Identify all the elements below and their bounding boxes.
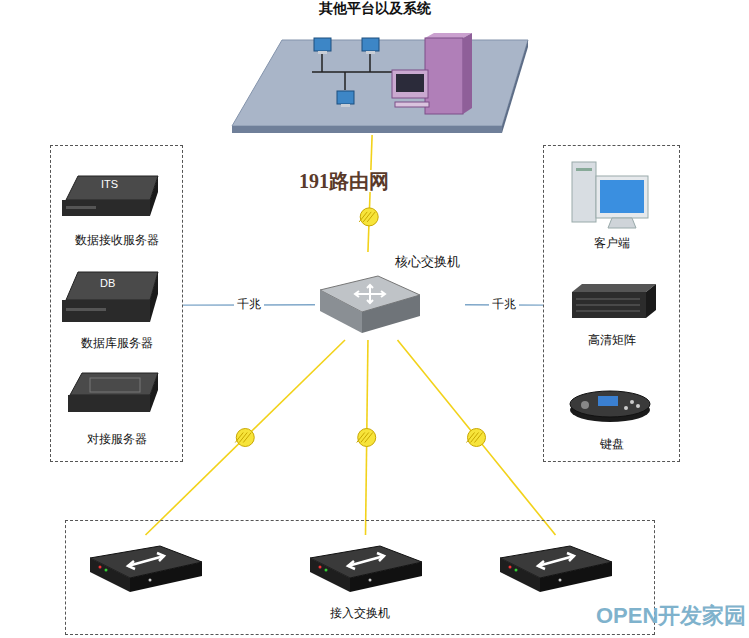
- connector: [398, 340, 556, 535]
- connector: [368, 135, 372, 252]
- keyboard-node: 键盘: [550, 375, 673, 455]
- server-node: 数据接收服务器: [55, 163, 178, 251]
- node-text: 对接服务器: [87, 432, 147, 446]
- server-group: 数据接收服务器数据库服务器对接服务器: [50, 145, 183, 462]
- access-switch: [308, 535, 423, 597]
- node-text: 数据库服务器: [81, 336, 153, 350]
- link-bead: [235, 429, 254, 447]
- server-node: 数据库服务器: [55, 262, 178, 354]
- link-bead: [467, 429, 486, 447]
- access-switch: [498, 535, 613, 597]
- node-text: 其他平台以及系统: [319, 0, 431, 17]
- client-group: 客户端高清矩阵键盘: [543, 145, 680, 462]
- node-text: 接入交换机: [330, 606, 390, 620]
- platform-node: 其他平台以及系统: [230, 0, 520, 135]
- server-face-label: DB: [100, 277, 115, 289]
- access-group: 接入交换机: [65, 520, 655, 635]
- link-bead: [359, 208, 378, 226]
- server-node: 对接服务器: [55, 365, 178, 450]
- watermark: OPEN开发家园: [596, 604, 746, 628]
- edge-label: 千兆: [234, 296, 264, 313]
- matrix-node: 高清矩阵: [550, 275, 673, 351]
- link-bead: [357, 429, 376, 447]
- node-text: 键盘: [600, 437, 624, 451]
- node-text: 数据接收服务器: [75, 233, 159, 247]
- node-text: 核心交换机: [395, 254, 460, 270]
- connector: [146, 340, 346, 535]
- server-face-label: ITS: [101, 178, 118, 190]
- watermark: 191路由网: [296, 170, 392, 192]
- node-text: 高清矩阵: [588, 333, 636, 347]
- client-node: 客户端: [550, 152, 673, 254]
- core-switch: 核心交换机: [315, 252, 465, 340]
- edge-label: 千兆: [489, 296, 519, 313]
- node-text: 客户端: [594, 236, 630, 250]
- access-switch: [88, 535, 203, 597]
